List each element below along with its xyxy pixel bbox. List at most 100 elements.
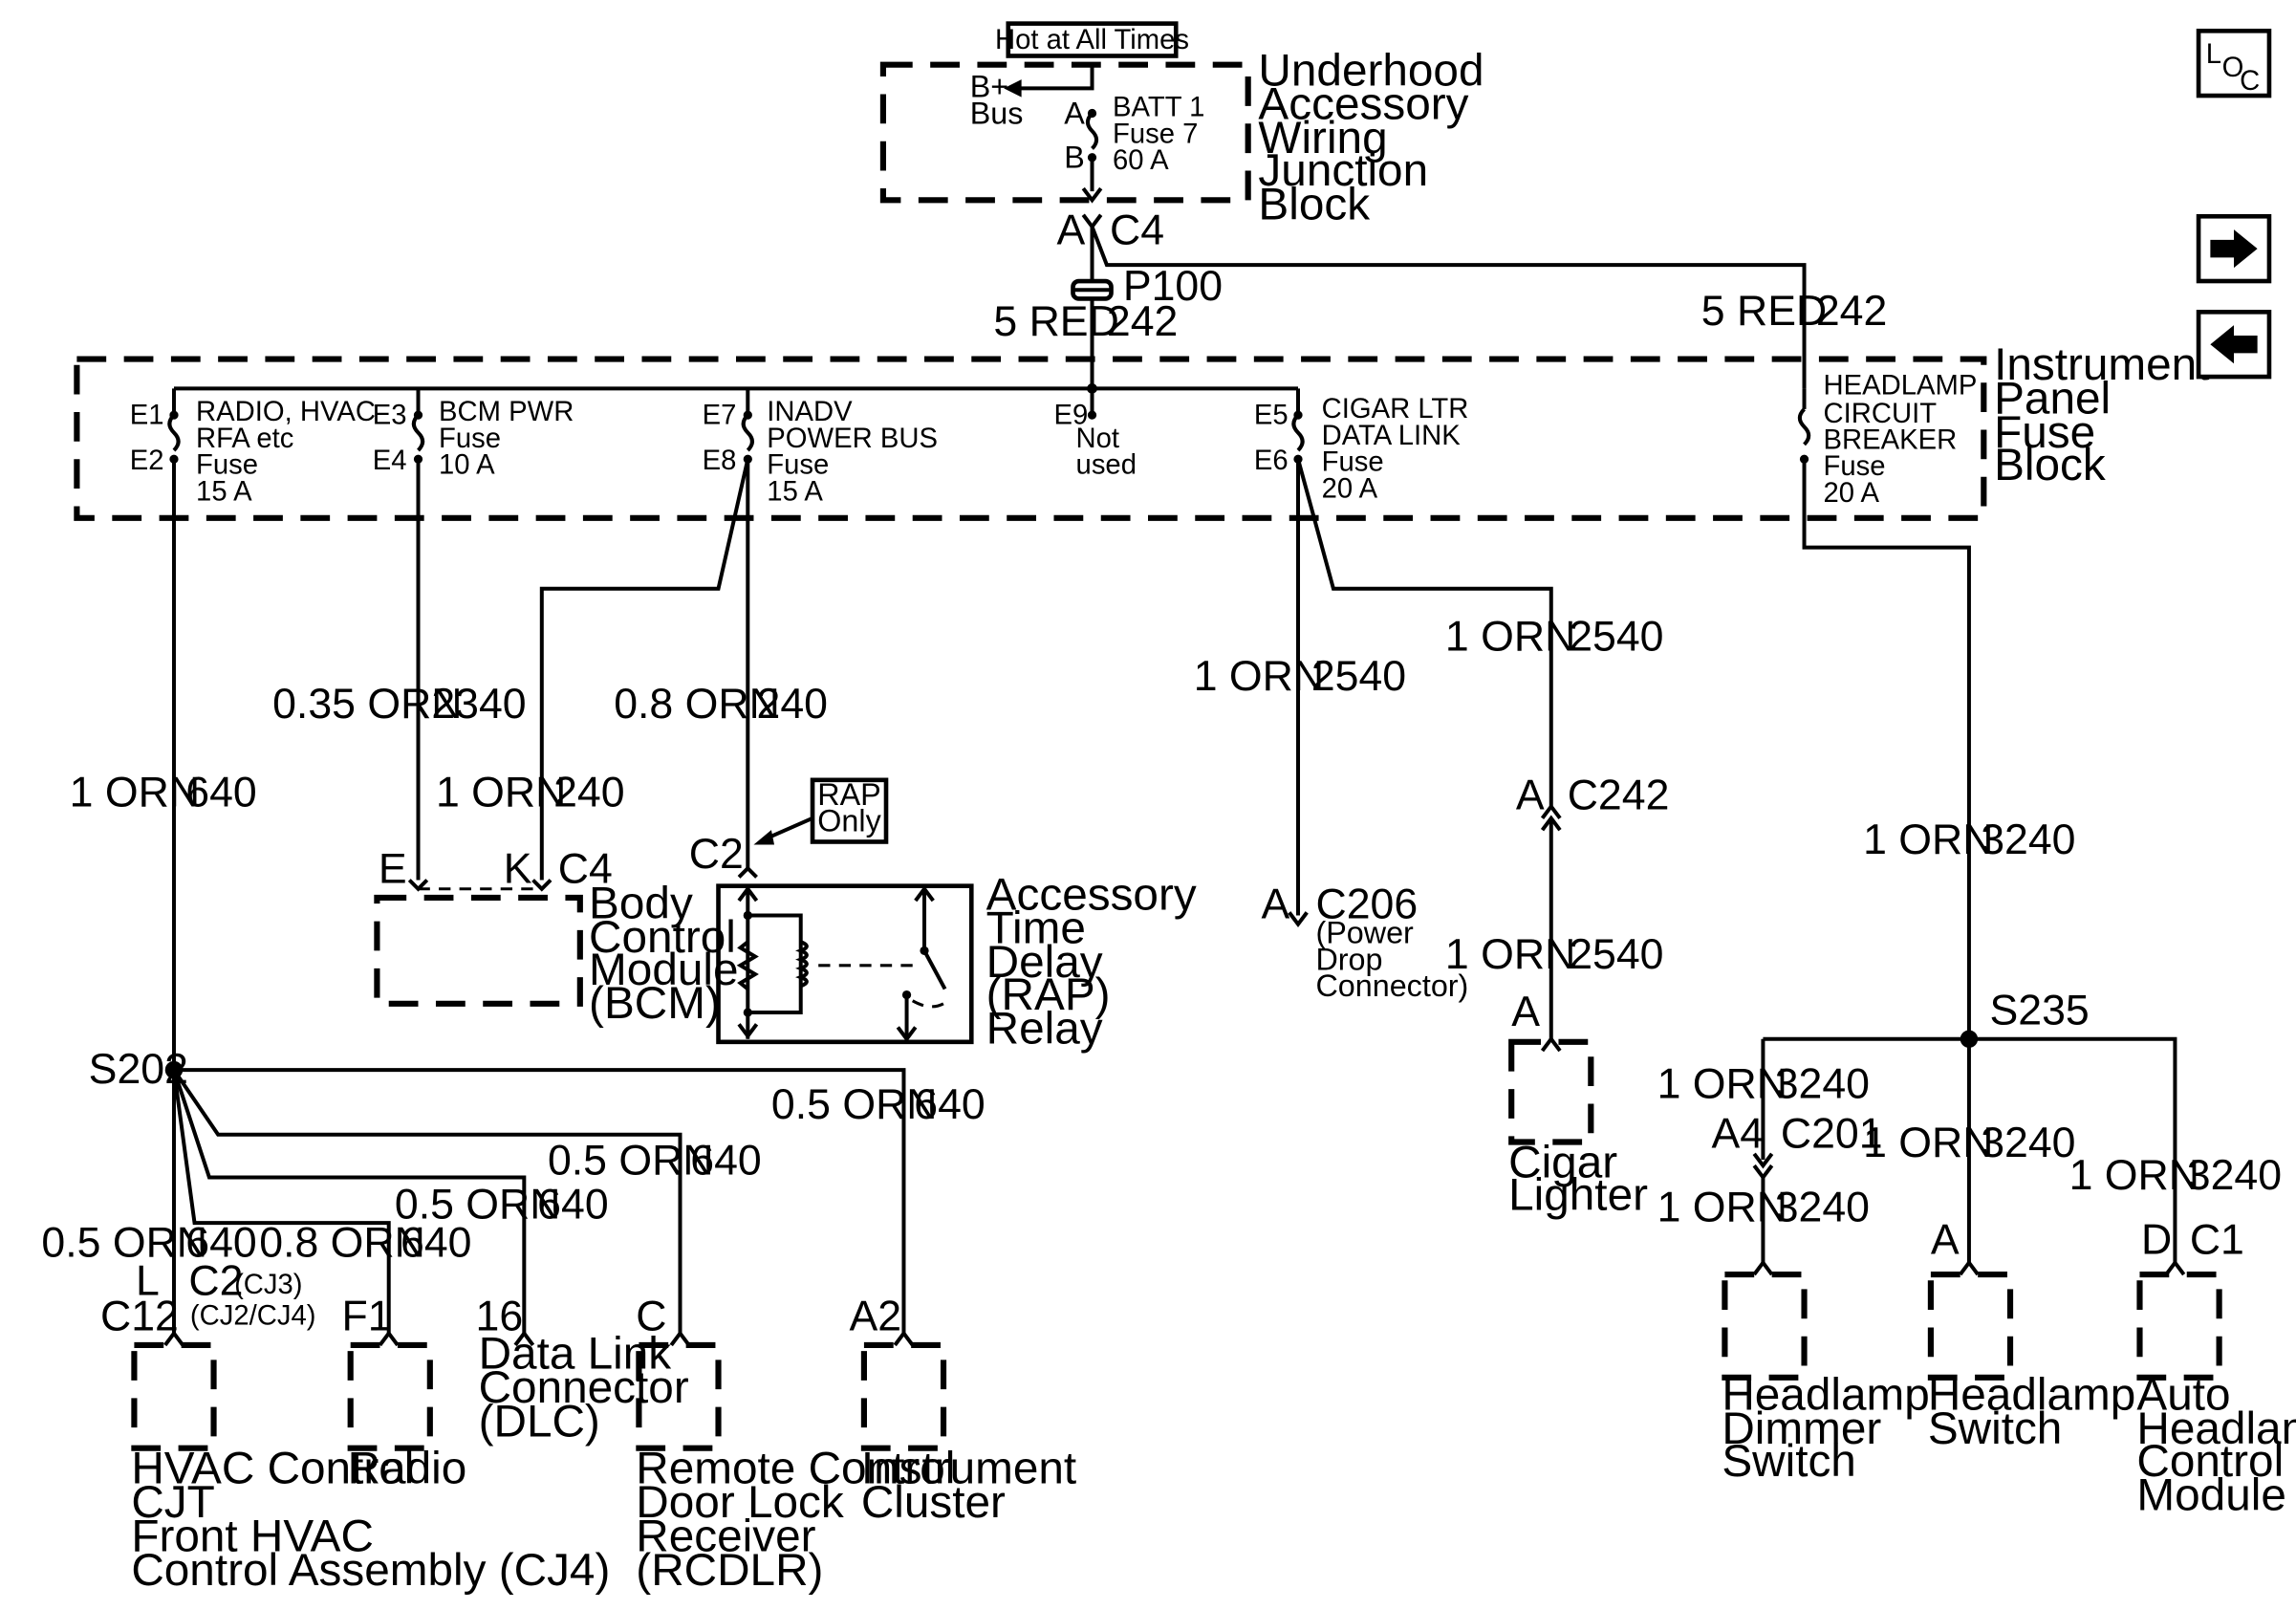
w2540-bot-circuit: 2540	[1569, 931, 1663, 978]
hvac-name-4: Control Assembly (CJ4)	[131, 1545, 610, 1596]
loc-icon[interactable]: L O C	[2196, 29, 2272, 98]
w2540-top-color: 1 ORN	[1445, 613, 1575, 660]
fuse2-pin-bottom: E4	[373, 446, 407, 476]
batt1-fuse-symbol	[1085, 112, 1099, 150]
fuse-inadv-power-bus	[741, 388, 754, 464]
c242-pin: A	[1516, 772, 1545, 819]
fuse1-line2: RFA etc	[196, 424, 293, 454]
radio-name: Radio	[348, 1444, 467, 1494]
bcm-conn: C4	[558, 846, 613, 893]
dimmer-connector-symbol	[1752, 1259, 1774, 1276]
w3240-ahcm-color: 1 ORN	[2069, 1152, 2199, 1199]
underhood-title-4: Junction	[1258, 145, 1428, 196]
fuse-bcm-pwr	[411, 388, 425, 464]
rap-only-1: RAP	[817, 777, 880, 812]
w240-rap-color: 0.8 ORN	[614, 681, 780, 728]
hlswitch-pin: A	[1931, 1216, 1960, 1263]
c206-label: C206	[1315, 881, 1418, 928]
w2340-circuit: 2340	[431, 681, 526, 728]
ahcm-pin: D	[2141, 1216, 2172, 1263]
hvac-pin: L	[136, 1258, 160, 1305]
bcm-name-2: Control	[589, 912, 736, 963]
ic-connector-symbol	[893, 1330, 915, 1347]
c206-arrow-icon	[1288, 911, 1309, 928]
ahcm-name-3: Control	[2136, 1436, 2284, 1487]
underhood-title-1: Underhood	[1258, 45, 1484, 96]
w240-bcm-color: 1 ORN	[436, 770, 566, 816]
w3240-hs-color: 1 ORN	[1863, 1120, 1993, 1166]
cigar-name-2: Lighter	[1508, 1169, 1648, 1220]
instrument-panel-fuse-block	[74, 356, 1987, 521]
arrow-right-icon[interactable]	[2196, 213, 2272, 284]
ic-name-2: Cluster	[861, 1477, 1006, 1528]
c4-connector-symbol	[1081, 213, 1103, 230]
hvac-name-3: Front HVAC	[131, 1511, 374, 1561]
dimmer-name-3: Switch	[1722, 1436, 1856, 1487]
w640-ic-color: 0.5 ORN	[771, 1081, 938, 1128]
rap-name-2: Time	[986, 903, 1086, 954]
w240-bcm-circuit: 240	[553, 770, 624, 816]
ic-name-1: Instrument	[861, 1444, 1076, 1494]
w2340-color: 0.35 ORN	[272, 681, 462, 728]
bcm-pin-k: K	[504, 846, 532, 893]
dlc-name-3: (DLC)	[479, 1396, 600, 1447]
hlcb-line1: HEADLAMP	[1824, 371, 1978, 402]
bcm-name-3: Module	[589, 945, 738, 995]
w640-hvac-color: 0.5 ORN	[41, 1220, 207, 1267]
fuse2-pin-top: E3	[373, 400, 407, 430]
batt-fuse-1: BATT 1	[1113, 93, 1204, 123]
svg-text:C: C	[2240, 66, 2260, 97]
w640-main-circuit: 640	[185, 770, 256, 816]
ipfb-title-3: Fuse	[1994, 407, 2095, 458]
batt-fuse-3: 60 A	[1113, 145, 1169, 176]
hvac-conn: C12	[100, 1294, 179, 1340]
rap-connector-symbol	[737, 865, 758, 879]
fuse3-line4: 15 A	[767, 476, 823, 507]
w3240-dim-b-color: 1 ORN	[1657, 1185, 1787, 1231]
fuse5-line3: Fuse	[1322, 447, 1384, 478]
hvac-conn2-note: (CJ3)	[234, 1270, 302, 1300]
e9-line2: used	[1076, 450, 1137, 481]
c242-connector-symbol-2	[1540, 803, 1562, 820]
rcdlr-name-3: Receiver	[636, 1511, 815, 1561]
bplus-arrow-icon	[1004, 79, 1022, 98]
w2540-c206-color: 1 ORN	[1194, 653, 1324, 700]
underhood-title-2: Accessory	[1258, 79, 1468, 130]
rap-only-2: Only	[817, 804, 881, 838]
c4-label: C4	[1110, 207, 1164, 254]
arrow-left-icon[interactable]	[2196, 310, 2272, 380]
bplus-label: B+	[970, 70, 1008, 104]
fuse5-line1: CIGAR LTR	[1322, 394, 1469, 424]
rcdlr-name-2: Door Lock	[636, 1477, 844, 1528]
e9-dot	[1087, 410, 1097, 420]
w3240-main-circuit: 3240	[1981, 816, 2075, 863]
hvac-conn2: C2	[188, 1258, 243, 1305]
hvac-name-1: HVAC Control	[131, 1444, 414, 1494]
rcdlr-pin: C	[636, 1294, 666, 1340]
w640-dlc-color: 0.5 ORN	[395, 1182, 561, 1229]
fuse5-pin-bottom: E6	[1254, 446, 1289, 476]
dlc-name-2: Connector	[479, 1362, 689, 1413]
fuse1-line4: 15 A	[196, 476, 252, 507]
w3240-main-color: 1 ORN	[1863, 816, 1993, 863]
c206-name-3: Connector)	[1315, 968, 1468, 1003]
w2540-bot-color: 1 ORN	[1445, 931, 1575, 978]
fuse-radio-hvac	[167, 388, 181, 464]
w640-dlc-circuit: 640	[537, 1182, 608, 1229]
fuse-cigar-ltr	[1291, 388, 1305, 464]
hl-feed-circuit: 242	[1816, 288, 1887, 335]
rcdlr-name-1: Remote Control	[636, 1444, 955, 1494]
w3240-ahcm-circuit: 3240	[2187, 1152, 2282, 1199]
dimmer-conn: C201	[1781, 1111, 1883, 1158]
cigar-name-1: Cigar	[1508, 1137, 1617, 1187]
svg-text:L: L	[2206, 39, 2221, 70]
rap-relay-internals	[736, 885, 949, 1043]
hot-at-all-times-label: Hot at All Times	[995, 25, 1189, 55]
rap-name-3: Delay	[986, 937, 1103, 988]
fuse5-pin-top: E5	[1254, 400, 1289, 430]
s202-branches	[171, 1068, 906, 1334]
fuse3-line3: Fuse	[767, 450, 829, 481]
svg-text:O: O	[2222, 53, 2244, 83]
hlswitch-name-1: Headlamp	[1928, 1370, 2135, 1421]
